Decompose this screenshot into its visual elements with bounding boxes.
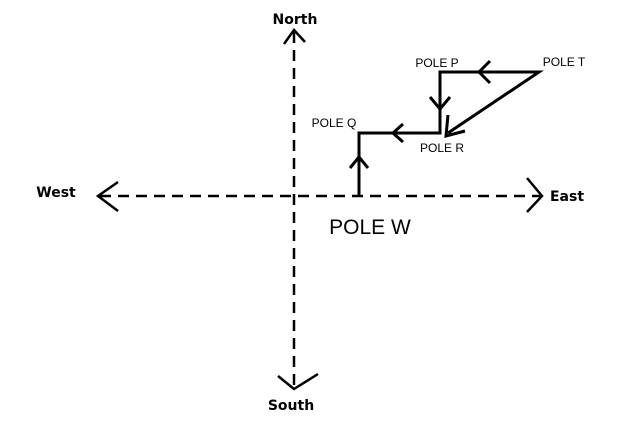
pole-t-label: POLE T xyxy=(543,55,586,69)
route-arrow-down xyxy=(428,96,452,112)
route-arrow-up xyxy=(348,154,370,169)
route-arrow-left-lower xyxy=(390,122,405,144)
east-label: East xyxy=(550,189,584,205)
north-label: North xyxy=(273,12,318,28)
pole-p-label: POLE P xyxy=(415,56,458,70)
south-label: South xyxy=(268,398,314,414)
pole-r-label: POLE R xyxy=(420,141,464,155)
route-path xyxy=(357,70,544,196)
north-arrowhead xyxy=(282,28,306,45)
pole-q-label: POLE Q xyxy=(312,116,357,130)
east-arrowhead xyxy=(526,177,544,213)
pole-w-label: POLE W xyxy=(329,216,411,239)
west-label: West xyxy=(36,185,76,201)
south-arrowhead xyxy=(277,372,319,391)
route-arrowhead-r xyxy=(444,114,466,138)
west-arrowhead xyxy=(95,180,119,212)
route-arrow-left-upper xyxy=(476,59,492,85)
